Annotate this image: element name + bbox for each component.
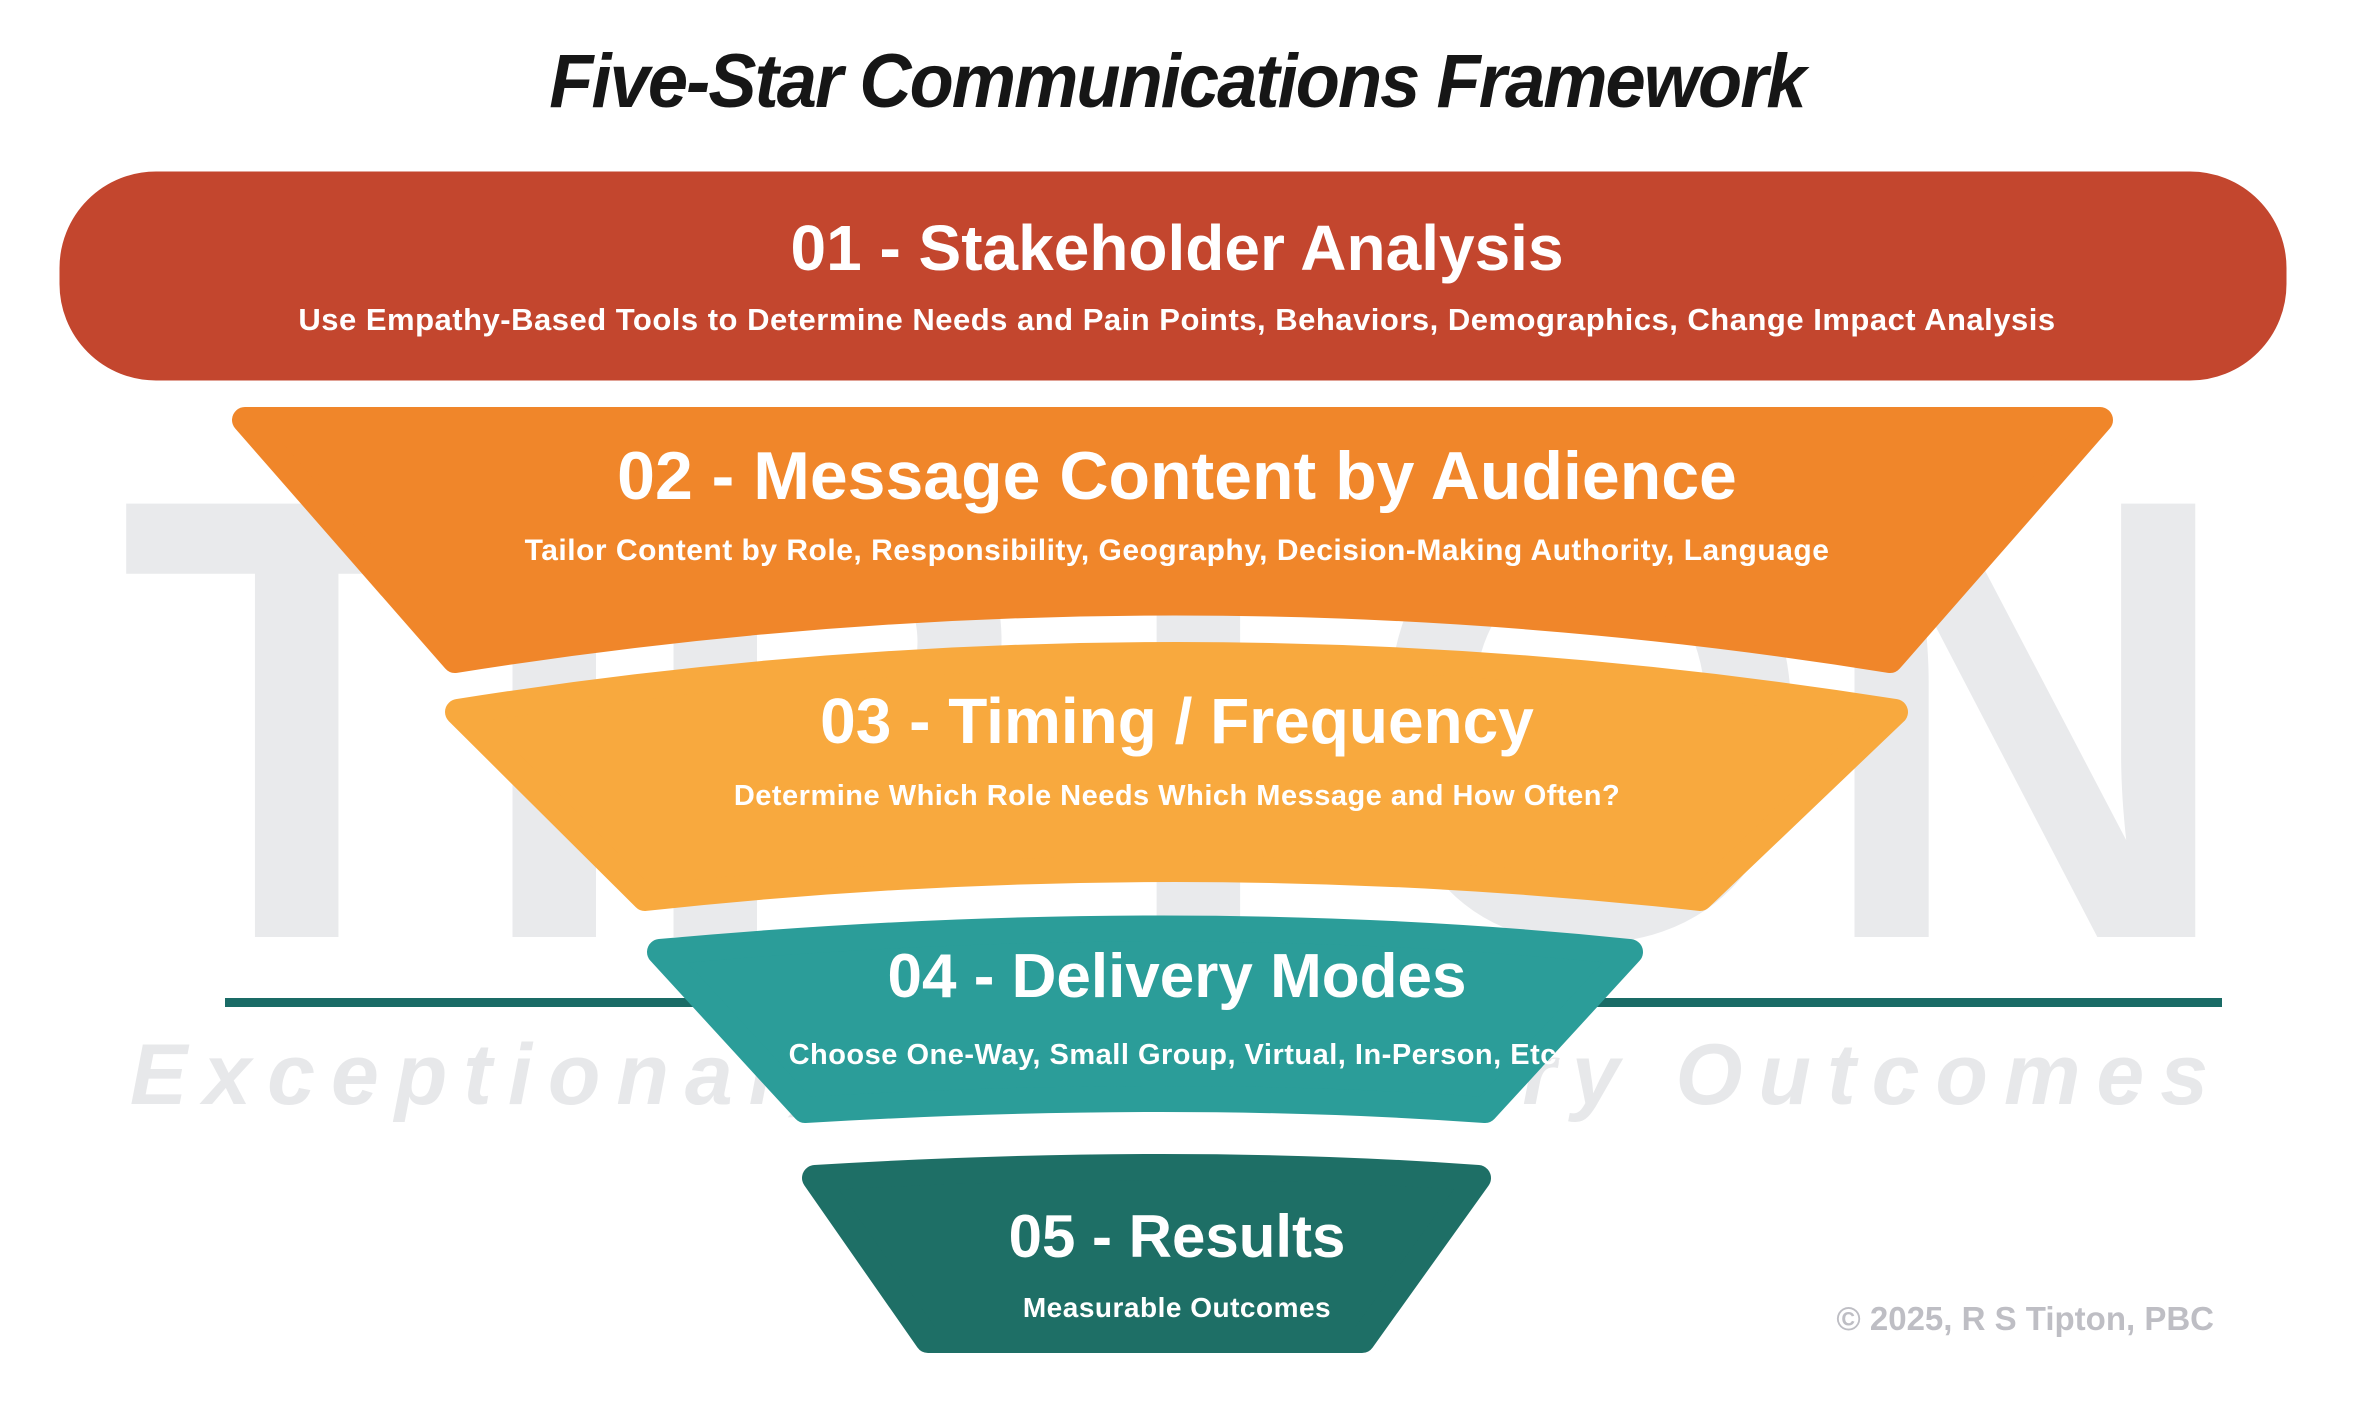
funnel-step-4-shape <box>647 915 1643 1123</box>
page-title: Five-Star Communications Framework <box>549 39 1806 124</box>
step-5-subtitle: Measurable Outcomes <box>1022 1292 1332 1323</box>
funnel-step-3-shape <box>445 642 1908 911</box>
funnel-step-5-shape <box>802 1154 1491 1353</box>
step-2-subtitle: Tailor Content by Role, Responsibility, … <box>524 534 1830 567</box>
step-5-title: 05 - Results <box>1008 1203 1346 1270</box>
step-1-title: 01 - Stakeholder Analysis <box>790 212 1564 284</box>
step-4-title: 04 - Delivery Modes <box>887 942 1467 1011</box>
step-4-subtitle: Choose One-Way, Small Group, Virtual, In… <box>788 1039 1566 1071</box>
funnel-step-2-shape <box>232 407 2113 673</box>
step-2-title: 02 - Message Content by Audience <box>617 438 1737 514</box>
step-1-subtitle: Use Empathy-Based Tools to Determine Nee… <box>298 302 2056 337</box>
step-3-title: 03 - Timing / Frequency <box>820 685 1534 757</box>
funnel-step-1-shape <box>59 171 2287 381</box>
copyright-notice: © 2025, R S Tipton, PBC <box>1836 1300 2214 1337</box>
step-3-subtitle: Determine Which Role Needs Which Message… <box>733 780 1621 812</box>
